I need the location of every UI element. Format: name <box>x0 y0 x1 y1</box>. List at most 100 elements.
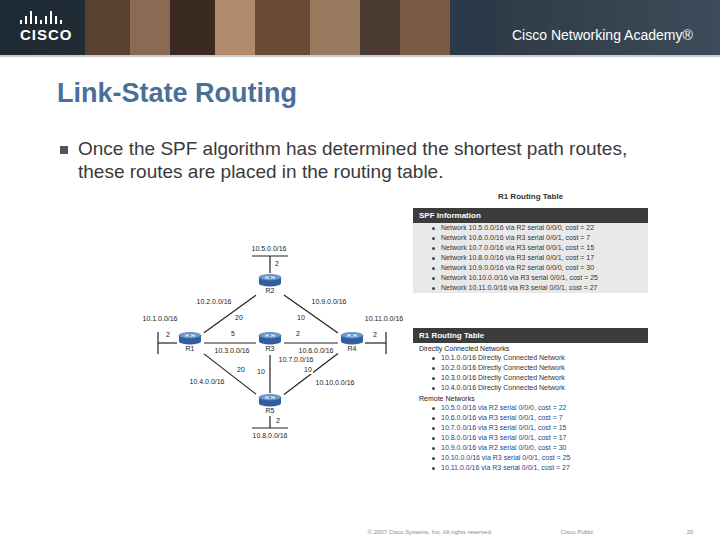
panel-caption: R1 Routing Table <box>413 192 648 201</box>
table-row: Network 10.8.0.0/16 via R3 serial 0/0/1,… <box>413 253 648 263</box>
footer-text: © 2007 Cisco Systems, Inc. All rights re… <box>368 529 493 535</box>
bullet-dot <box>432 427 435 430</box>
link-line <box>204 343 256 344</box>
router-label: R2 <box>257 274 283 295</box>
network-label: 10.1.0.0/16 <box>141 315 178 323</box>
cost-label: 20 <box>236 366 246 374</box>
router-icon <box>340 332 364 345</box>
routing-table-panel: R1 Routing TableSPF InformationNetwork 1… <box>413 208 648 293</box>
row-text: 10.2.0.0/16 Directly Connected Network <box>441 364 565 371</box>
link-line <box>284 343 338 344</box>
row-text: 10.11.0.0/16 via R3 serial 0/0/1, cost =… <box>441 464 570 471</box>
table-row: 10.8.0.0/16 via R3 serial 0/0/1, cost = … <box>413 433 648 443</box>
bullet-dot <box>432 257 435 260</box>
network-label: 10.9.0.0/16 <box>310 298 347 306</box>
table-row: Network 10.5.0.0/16 via R2 serial 0/0/0,… <box>413 223 648 233</box>
table-row: 10.7.0.0/16 via R3 serial 0/0/1, cost = … <box>413 423 648 433</box>
table-row: Network 10.11.0.0/16 via R3 serial 0/0/1… <box>413 283 648 293</box>
row-text: 10.7.0.0/16 via R3 serial 0/0/1, cost = … <box>441 424 567 431</box>
table-row: 10.9.0.0/16 via R2 serial 0/0/0, cost = … <box>413 443 648 453</box>
table-row: 10.4.0.0/16 Directly Connected Network <box>413 383 648 393</box>
router-icon <box>258 332 282 345</box>
cost-label: 10 <box>296 314 306 322</box>
table-row: Network 10.6.0.0/16 via R3 serial 0/0/1,… <box>413 233 648 243</box>
photo <box>400 0 450 55</box>
routing-table-panel: R1 Routing TableDirectly Connected Netwo… <box>413 328 648 473</box>
photo <box>255 0 310 55</box>
cisco-bars <box>20 11 62 24</box>
network-label: 10.8.0.0/16 <box>251 432 288 440</box>
table-row: 10.2.0.0/16 Directly Connected Network <box>413 363 648 373</box>
row-text: 10.6.0.0/16 via R3 serial 0/0/1, cost = … <box>441 414 563 421</box>
network-label: 10.2.0.0/16 <box>195 298 232 306</box>
photo <box>310 0 360 55</box>
bullet-dot <box>432 247 435 250</box>
row-text: 10.4.0.0/16 Directly Connected Network <box>441 384 565 391</box>
row-text: 10.10.0.0/16 via R3 serial 0/0/1, cost =… <box>441 454 570 461</box>
row-text: Network 10.9.0.0/16 via R2 serial 0/0/0,… <box>441 264 594 271</box>
table-row: 10.11.0.0/16 via R3 serial 0/0/1, cost =… <box>413 463 648 473</box>
cost-label: 2 <box>274 260 280 268</box>
router: R5 <box>257 394 283 416</box>
table-row: 10.3.0.0/16 Directly Connected Network <box>413 373 648 383</box>
router-icon <box>178 332 202 345</box>
page-number: 20 <box>687 529 694 535</box>
row-text: 10.1.0.0/16 Directly Connected Network <box>441 354 565 361</box>
cost-label: 2 <box>165 331 171 339</box>
network-label: 10.5.0.0/16 <box>250 245 287 253</box>
bullet-dot <box>432 287 435 290</box>
network-label: 10.6.0.0/16 <box>297 347 334 355</box>
stub-networks <box>158 256 386 428</box>
banner-rule <box>0 55 720 57</box>
bullet-dot <box>432 437 435 440</box>
photo <box>450 0 498 55</box>
bullet-dot <box>432 277 435 280</box>
table-row: Network 10.7.0.0/16 via R3 serial 0/0/1,… <box>413 243 648 253</box>
bullet-dot <box>432 237 435 240</box>
router: R1 <box>177 332 203 354</box>
network-label: 10.11.0.0/16 <box>364 315 404 323</box>
bullet-dot <box>432 447 435 450</box>
academy-text: Cisco Networking Academy® <box>512 27 693 43</box>
router-label: R5 <box>257 394 283 415</box>
bullet-dot <box>432 457 435 460</box>
panel-header: SPF Information <box>413 208 648 223</box>
router: R4 <box>339 332 365 354</box>
footer-text: Cisco Public <box>560 529 593 535</box>
photo <box>170 0 215 55</box>
bullet-dot <box>432 467 435 470</box>
cost-label: 2 <box>295 330 301 338</box>
network-label: 10.7.0.0/16 <box>277 356 314 364</box>
row-text: Network 10.6.0.0/16 via R3 serial 0/0/1,… <box>441 234 590 241</box>
photo <box>85 0 130 55</box>
row-text: Network 10.11.0.0/16 via R3 serial 0/0/1… <box>441 284 598 291</box>
photo <box>215 0 255 55</box>
bullet-dot <box>432 417 435 420</box>
section-heading: Remote Networks <box>413 393 648 403</box>
router-icon <box>258 274 282 287</box>
bullet-dot <box>432 407 435 410</box>
router-label: R4 <box>339 332 365 353</box>
row-text: 10.5.0.0/16 via R2 serial 0/0/0, cost = … <box>441 404 567 411</box>
logo-text: CISCO <box>20 26 73 43</box>
slide-title: Link-State Routing <box>57 78 297 109</box>
network-label: 10.3.0.0/16 <box>213 347 250 355</box>
table-row: 10.5.0.0/16 via R2 serial 0/0/0, cost = … <box>413 403 648 413</box>
photo <box>360 0 400 55</box>
bullet-dot <box>432 267 435 270</box>
cost-label: 5 <box>230 330 236 338</box>
bullet-dot <box>432 357 435 360</box>
row-text: 10.9.0.0/16 via R2 serial 0/0/0, cost = … <box>441 444 567 451</box>
router-label: R3 <box>257 332 283 353</box>
row-text: 10.3.0.0/16 Directly Connected Network <box>441 374 565 381</box>
bullet-dot <box>432 367 435 370</box>
photo <box>130 0 170 55</box>
cost-label: 20 <box>234 314 244 322</box>
row-text: 10.8.0.0/16 via R3 serial 0/0/1, cost = … <box>441 434 567 441</box>
network-label: 10.10.0.0/16 <box>315 379 356 387</box>
table-row: 10.6.0.0/16 via R3 serial 0/0/1, cost = … <box>413 413 648 423</box>
bullet-marker <box>60 146 68 154</box>
router-label: R1 <box>177 332 203 353</box>
router-icon <box>258 394 282 407</box>
row-text: Network 10.10.0.0/16 via R3 serial 0/0/1… <box>441 274 598 281</box>
